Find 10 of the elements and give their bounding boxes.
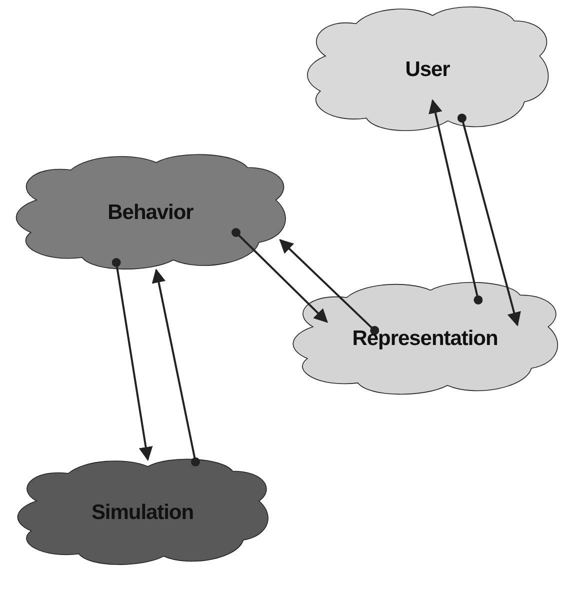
node-label: Simulation xyxy=(91,500,194,526)
arrow xyxy=(457,114,521,326)
arrow xyxy=(152,268,200,466)
arrow xyxy=(232,228,328,323)
arrow xyxy=(112,258,153,461)
node-label: User xyxy=(405,56,450,83)
node-label: Representation xyxy=(352,326,498,352)
arrow xyxy=(279,239,380,335)
arrow xyxy=(428,99,483,304)
node-label: Behavior xyxy=(108,200,194,226)
